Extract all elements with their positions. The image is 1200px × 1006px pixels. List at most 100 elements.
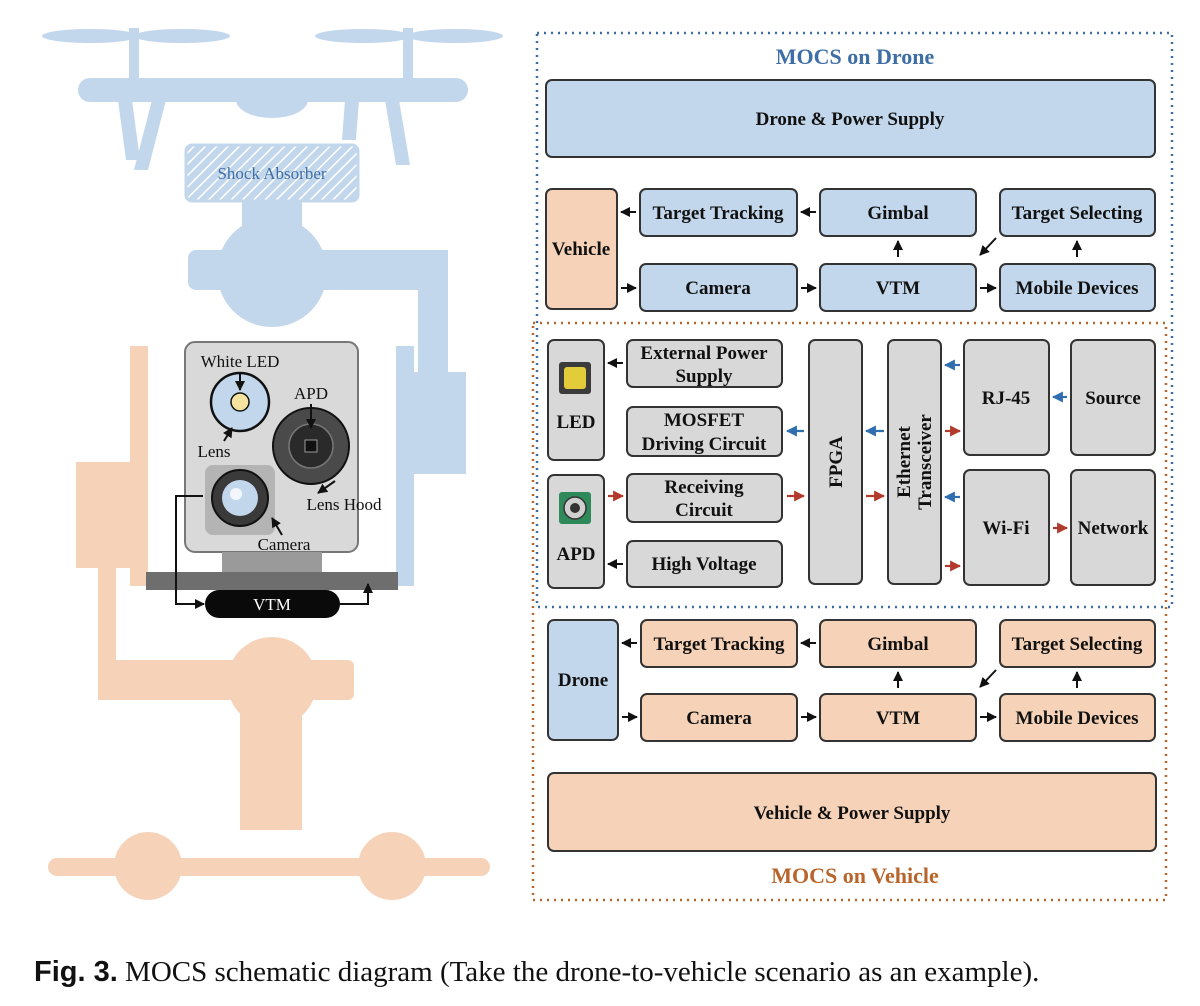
vehicle-mobile-devices-label: Mobile Devices bbox=[1016, 708, 1139, 729]
ethernet-label-1: Ethernet bbox=[894, 425, 915, 497]
camera-label: Camera bbox=[258, 535, 311, 554]
gimbal-side-bracket-orange bbox=[130, 346, 148, 586]
lens-label: Lens bbox=[197, 442, 230, 461]
high-voltage-label: High Voltage bbox=[651, 554, 756, 575]
gimbal-side-bracket-blue bbox=[396, 346, 414, 586]
lens-pointer bbox=[223, 427, 233, 442]
drone-target-tracking-label: Target Tracking bbox=[652, 203, 784, 224]
drone-vtm-label: VTM bbox=[876, 278, 920, 299]
vtm-label: VTM bbox=[253, 595, 291, 614]
led-box bbox=[547, 339, 605, 461]
external-power-label-1: External Power bbox=[640, 343, 768, 364]
fpga-label: FPGA bbox=[826, 436, 847, 488]
apd-chip bbox=[304, 439, 318, 453]
network-label: Network bbox=[1078, 518, 1149, 539]
drone-gimbal-label: Gimbal bbox=[867, 203, 928, 224]
drone-vtm-box bbox=[819, 263, 977, 312]
drone-box bbox=[547, 619, 619, 741]
apd-chip-sensor bbox=[570, 503, 580, 513]
drone-section-title: MOCS on Drone bbox=[776, 44, 935, 69]
vehicle-target-selecting-box bbox=[999, 619, 1156, 668]
lens-hood-pointer bbox=[317, 480, 336, 494]
vehicle-label: Vehicle bbox=[552, 239, 610, 260]
vehicle-target-tracking-label: Target Tracking bbox=[653, 634, 785, 655]
gimbal-arm-upper bbox=[188, 250, 448, 290]
receiving-label-2: Circuit bbox=[675, 500, 733, 521]
vehicle-mount bbox=[48, 346, 490, 900]
led-chip-emitter bbox=[564, 367, 586, 389]
vehicle-camera-label: Camera bbox=[686, 708, 752, 729]
vehicle-wheel-left bbox=[114, 832, 182, 900]
mosfet-label-2: Driving Circuit bbox=[642, 434, 767, 455]
vehicle-target-tracking-box bbox=[640, 619, 798, 668]
vehicle-power-label: Vehicle & Power Supply bbox=[754, 803, 951, 824]
drone-mobile-devices-label: Mobile Devices bbox=[1016, 278, 1139, 299]
figure-caption-text: MOCS schematic diagram (Take the drone-t… bbox=[125, 956, 1040, 988]
arrow-selecting-to-vtm bbox=[979, 237, 997, 256]
white-led-label: White LED bbox=[201, 352, 280, 371]
gimbal-upper-blue bbox=[188, 200, 466, 586]
figure-number: Fig. 3. bbox=[34, 956, 118, 988]
network-box bbox=[1070, 469, 1156, 586]
source-label: Source bbox=[1085, 388, 1141, 409]
mount-post bbox=[240, 690, 302, 830]
drone-hub bbox=[236, 82, 308, 118]
apd-label: APD bbox=[294, 384, 328, 403]
camera-pointer bbox=[271, 517, 283, 536]
gimbal-plate bbox=[146, 572, 398, 590]
mount-side-block bbox=[76, 462, 132, 568]
drone-body bbox=[42, 28, 503, 170]
vtm-module bbox=[205, 590, 340, 618]
external-power-box bbox=[626, 339, 783, 388]
drone-section-border bbox=[535, 31, 1174, 609]
mosfet-label-1: MOSFET bbox=[664, 410, 745, 431]
drone-target-selecting-box bbox=[999, 188, 1156, 237]
apd-box bbox=[547, 474, 605, 589]
figure-caption: Fig. 3. MOCS schematic diagram (Take the… bbox=[34, 956, 1039, 989]
vehicle-camera-box bbox=[640, 693, 798, 742]
high-voltage-box bbox=[626, 540, 783, 588]
schematic-diagram: Shock Absorber White LED bbox=[42, 28, 1174, 902]
vehicle-vtm-label: VTM bbox=[876, 708, 920, 729]
wifi-box bbox=[963, 469, 1050, 586]
external-power-label-2: Supply bbox=[675, 366, 733, 387]
receiving-label-1: Receiving bbox=[664, 477, 744, 498]
apd-box-label: APD bbox=[556, 544, 595, 565]
led-label: LED bbox=[556, 412, 595, 433]
rj45-box bbox=[963, 339, 1050, 456]
drone-gimbal-illustration: Shock Absorber White LED bbox=[42, 28, 503, 900]
rotor-mast-left bbox=[129, 28, 139, 83]
vehicle-vtm-box bbox=[819, 693, 977, 742]
vehicle-section-title: MOCS on Vehicle bbox=[771, 863, 939, 888]
drone-power-label: Drone & Power Supply bbox=[756, 109, 945, 130]
drone-target-tracking-box bbox=[639, 188, 798, 237]
propeller-blade-left-b bbox=[134, 29, 230, 43]
propeller-blade-right-a bbox=[315, 29, 411, 43]
drone-target-selecting-label: Target Selecting bbox=[1012, 203, 1143, 224]
hardware-section: LED APD External Power Supply MOSFET Dri… bbox=[547, 339, 1156, 589]
landing-leg-left-a bbox=[118, 100, 140, 160]
rotor-mast-right bbox=[403, 28, 413, 83]
propeller-blade-right-b bbox=[407, 29, 503, 43]
drone-section: MOCS on Drone Drone & Power Supply Vehic… bbox=[545, 44, 1156, 312]
drone-camera-label: Camera bbox=[685, 278, 751, 299]
wifi-label: Wi-Fi bbox=[982, 518, 1029, 539]
source-box bbox=[1070, 339, 1156, 456]
camera-lens-glare bbox=[230, 488, 242, 500]
gimbal-side-motor bbox=[410, 372, 466, 474]
propeller-blade-left-a bbox=[42, 29, 138, 43]
drone-label: Drone bbox=[558, 670, 608, 691]
vehicle-box bbox=[545, 188, 618, 310]
camera-to-vtm-line bbox=[175, 495, 205, 609]
vehicle-power-box bbox=[547, 772, 1157, 852]
vehicle-mobile-devices-box bbox=[999, 693, 1156, 742]
led-emitter bbox=[230, 392, 250, 412]
shock-absorber-label: Shock Absorber bbox=[217, 164, 326, 183]
drone-camera-box bbox=[639, 263, 798, 312]
rj45-label: RJ-45 bbox=[982, 388, 1031, 409]
vehicle-section: Drone Target Tracking Gimbal Target Sele… bbox=[547, 619, 1157, 888]
vehicle-section-border bbox=[531, 321, 1168, 902]
receiving-circuit-box bbox=[626, 473, 783, 523]
drone-gimbal-box bbox=[819, 188, 977, 237]
vtm-to-gimbal-line bbox=[340, 583, 373, 605]
